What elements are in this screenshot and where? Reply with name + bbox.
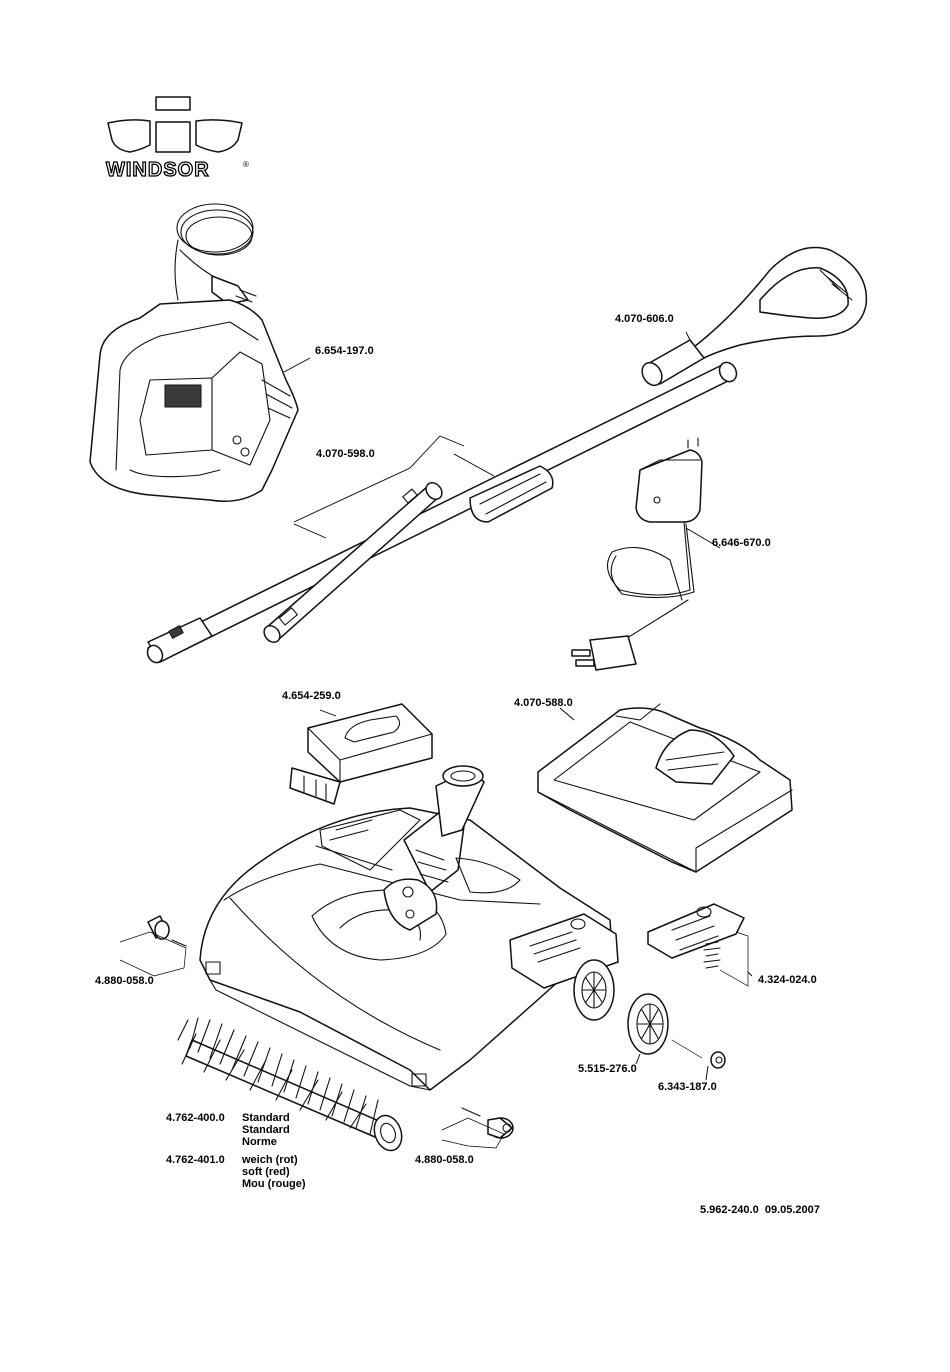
label-roller-right: 4.880-058.0 [415,1154,474,1166]
label-handle-grip: 4.070-606.0 [615,313,674,325]
brush-soft-desc-de: weich (rot) [242,1154,306,1166]
dust-tray-part [538,704,792,872]
label-wheel-cap: 6.343-187.0 [658,1081,717,1093]
label-power-adapter: 6.646-670.0 [712,537,771,549]
wheel-cap-part [711,1052,725,1068]
label-roller-left: 4.880-058.0 [95,975,154,987]
label-brush-standard-number: 4.762-400.0 [166,1112,225,1124]
short-tube-part [261,480,445,646]
label-extension-tube: 4.070-598.0 [316,448,375,460]
wheel-part [628,994,702,1058]
registered-mark: ® [243,160,249,169]
document-date: 09.05.2007 [765,1204,820,1216]
brush-standard-desc-en: Standard [242,1124,290,1136]
roller-left-part [120,916,186,976]
label-dust-tray: 4.070-588.0 [514,697,573,709]
label-charger-base: 6.654-197.0 [315,345,374,357]
label-battery: 4.654-259.0 [282,690,341,702]
cover-spring-part [648,904,748,986]
logo-wordmark: WINDSOR [106,159,210,181]
brush-soft-desc-fr: Mou (rouge) [242,1178,306,1190]
brush-standard-desc-de: Standard [242,1112,290,1124]
brush-standard-desc-fr: Norme [242,1136,290,1148]
document-footer: 5.962-240.0 09.05.2007 [700,1204,820,1216]
vacuum-body-part [200,766,618,1090]
battery-part [290,704,432,804]
brush-standard-description: Standard Standard Norme [242,1112,290,1148]
label-brush-soft-number: 4.762-401.0 [166,1154,225,1166]
roller-right-part [442,1108,513,1148]
document-number: 5.962-240.0 [700,1204,759,1216]
label-cover-spring: 4.324-024.0 [758,974,817,986]
charger-base-part [90,204,298,501]
label-wheel: 5.515-276.0 [578,1063,637,1075]
power-adapter-part [572,438,702,670]
brush-soft-description: weich (rot) soft (red) Mou (rouge) [242,1154,306,1190]
windsor-logo: WINDSOR ® [106,97,249,181]
brush-soft-desc-en: soft (red) [242,1166,306,1178]
